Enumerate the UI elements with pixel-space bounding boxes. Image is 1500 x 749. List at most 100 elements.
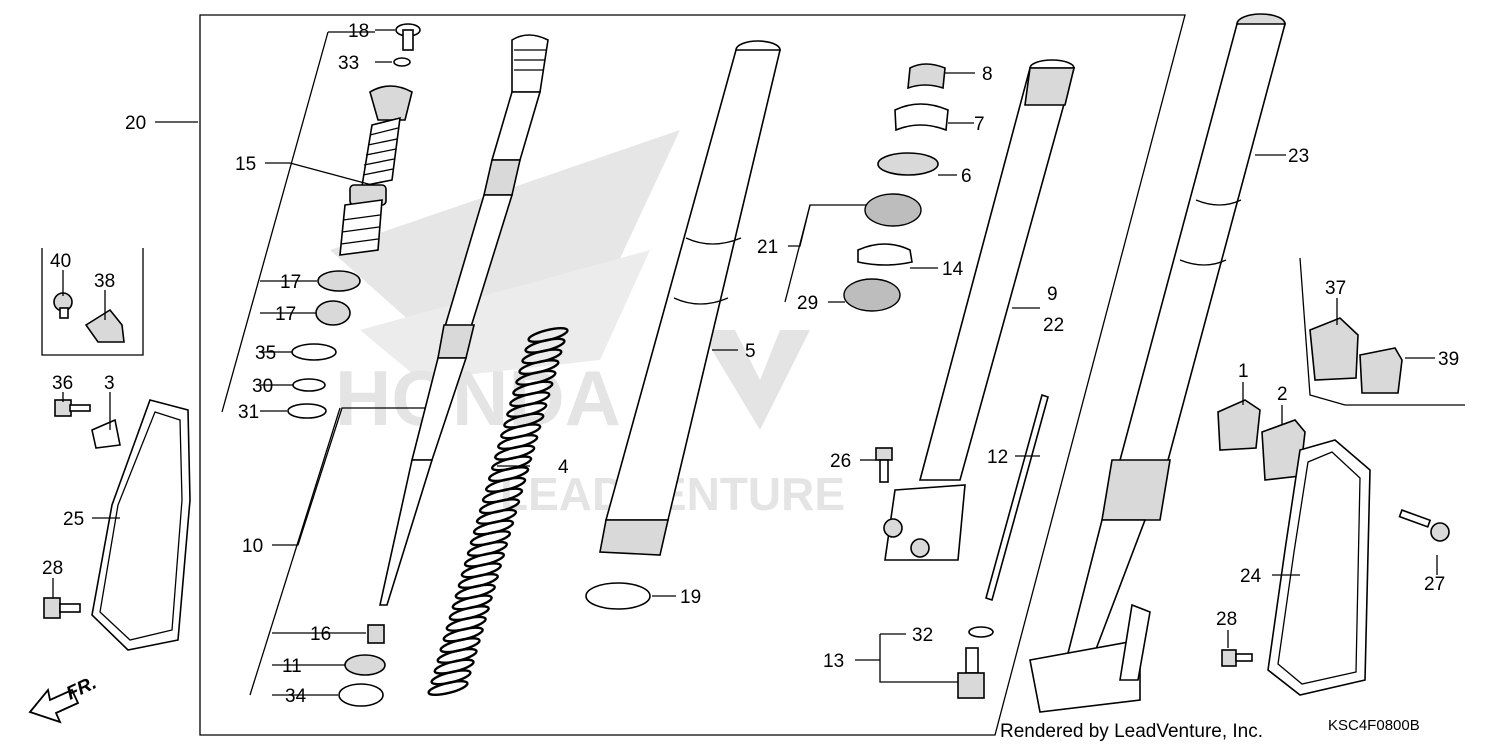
- washer-30: [292, 378, 326, 392]
- callout-37: 37: [1325, 278, 1346, 299]
- clamp-37: [1309, 317, 1359, 381]
- callout-30: 30: [252, 376, 273, 397]
- callout-11: 11: [282, 656, 302, 677]
- callout-5: 5: [745, 341, 756, 362]
- spring-coil: [463, 551, 506, 568]
- inner-tube-9: [883, 59, 1076, 561]
- seal-6: [877, 152, 939, 176]
- callout-39: 39: [1438, 349, 1459, 370]
- callout-35: 35: [255, 343, 276, 364]
- callout-20: 20: [125, 113, 146, 134]
- spring-coil: [457, 572, 499, 590]
- callout-7: 7: [974, 114, 985, 135]
- callout-9: 9: [1047, 284, 1058, 305]
- leader-lines: [52, 29, 1438, 696]
- callout-17a: 17: [280, 272, 301, 293]
- bolt-28a: [43, 597, 81, 619]
- callout-24: 24: [1240, 566, 1262, 587]
- callout-18: 18: [348, 21, 369, 42]
- callout-27: 27: [1424, 574, 1445, 595]
- nut-16: [367, 624, 385, 644]
- guard-25: [91, 399, 191, 651]
- collar-7: [894, 103, 949, 132]
- damper-rod-10: [379, 34, 549, 606]
- snap-ring-19: [585, 582, 651, 610]
- callout-38: 38: [94, 271, 115, 292]
- spring-coil: [448, 605, 490, 622]
- callout-23: 23: [1288, 146, 1309, 167]
- spring-coil: [472, 519, 515, 536]
- assembly-panel-border: [199, 14, 1186, 736]
- callout-40: 40: [50, 251, 71, 272]
- ring-34: [338, 683, 384, 707]
- bolt-40: [53, 292, 73, 319]
- callout-10: 10: [242, 536, 263, 557]
- spring-coil: [442, 626, 484, 643]
- callout-12: 12: [987, 447, 1008, 468]
- callout-32: 32: [912, 625, 933, 646]
- callout-13: 13: [823, 651, 844, 672]
- o-ring-33: [393, 57, 411, 67]
- watermark: HONDA LEADVENTURE: [330, 130, 845, 520]
- callout-17b: 17: [275, 304, 296, 325]
- spring-coil: [475, 508, 518, 525]
- front-direction-arrow: FR.: [28, 673, 100, 724]
- bolt-18: [395, 23, 421, 51]
- callout-26: 26: [830, 451, 851, 472]
- damper-assembly-15: [339, 85, 413, 256]
- callout-15: 15: [235, 154, 256, 175]
- callout-28a: 28: [42, 558, 63, 579]
- callout-4: 4: [558, 457, 569, 478]
- callout-14: 14: [942, 259, 964, 280]
- bolt-28b: [1221, 649, 1253, 667]
- clamp-group-border: [1299, 257, 1465, 406]
- spring-coil: [494, 444, 536, 461]
- spring-coil: [433, 658, 475, 675]
- spring-coil: [427, 679, 469, 697]
- washer-35: [291, 343, 337, 361]
- spring-coil: [454, 583, 496, 600]
- render-credit: Rendered by LeadVenture, Inc.: [1000, 721, 1263, 742]
- diagram-code: KSC4F0800B: [1328, 717, 1420, 734]
- collar-8: [907, 63, 946, 90]
- callout-6: 6: [961, 166, 972, 187]
- callout-21: 21: [757, 237, 778, 258]
- fork-assembly-23: [1029, 13, 1287, 713]
- callout-8: 8: [982, 64, 993, 85]
- callout-29: 29: [797, 293, 818, 314]
- guard-24: [1267, 439, 1371, 696]
- callout-28b: 28: [1216, 609, 1237, 630]
- clip-14: [857, 243, 913, 266]
- washer-32: [968, 626, 994, 638]
- callout-16: 16: [310, 624, 331, 645]
- callout-1: 1: [1238, 361, 1249, 382]
- bushing-17b: [315, 300, 351, 326]
- callout-25: 25: [63, 509, 84, 530]
- spring-coil: [445, 615, 487, 632]
- bolt-27: [1398, 509, 1450, 542]
- rod-12: [985, 393, 1049, 602]
- spring-coil: [460, 562, 502, 579]
- callout-2: 2: [1277, 384, 1288, 405]
- bushing-17a: [317, 270, 361, 292]
- callout-3: 3: [104, 373, 115, 394]
- spring-coil: [451, 594, 493, 611]
- clip-3: [91, 418, 121, 449]
- spring-coil: [466, 540, 509, 557]
- callout-labels: 18 33 20 15 17 17 35 30 31 10 16 11 34 4…: [42, 21, 1459, 707]
- bolt-36: [54, 399, 91, 417]
- callout-22: 22: [1043, 315, 1064, 336]
- seal-11: [344, 654, 386, 676]
- spring-coil: [469, 530, 512, 547]
- bracket-group-border: [41, 248, 144, 356]
- watermark-brand: HONDA: [335, 354, 621, 442]
- ring-31: [287, 403, 327, 419]
- callout-19: 19: [680, 587, 701, 608]
- oil-seal-29: [843, 278, 901, 312]
- spring-coil: [436, 647, 478, 664]
- dust-seal-21: [864, 193, 922, 227]
- bolt-26: [875, 447, 893, 483]
- clamp-39: [1359, 347, 1403, 394]
- outer-tube-5: [599, 40, 782, 556]
